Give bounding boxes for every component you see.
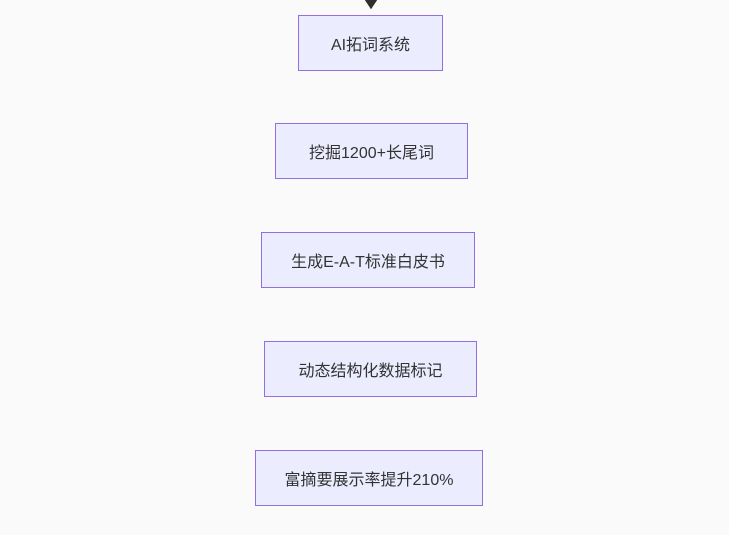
node-label: 生成E-A-T标准白皮书 xyxy=(291,254,445,271)
flowchart-node-rich-snippet-result: 富摘要展示率提升210% xyxy=(255,450,483,506)
flowchart-node-longtail-mining: 挖掘1200+长尾词 xyxy=(275,123,468,179)
flowchart-node-ai-keyword-system: AI拓词系统 xyxy=(298,15,443,71)
arrowhead-down-icon xyxy=(365,0,377,9)
flowchart-node-eat-whitepaper: 生成E-A-T标准白皮书 xyxy=(261,232,475,288)
flowchart-node-structured-data-markup: 动态结构化数据标记 xyxy=(264,341,477,397)
node-label: 动态结构化数据标记 xyxy=(298,363,443,380)
node-label: AI拓词系统 xyxy=(330,37,411,54)
node-label: 富摘要展示率提升210% xyxy=(284,472,454,489)
node-label: 挖掘1200+长尾词 xyxy=(309,145,434,162)
